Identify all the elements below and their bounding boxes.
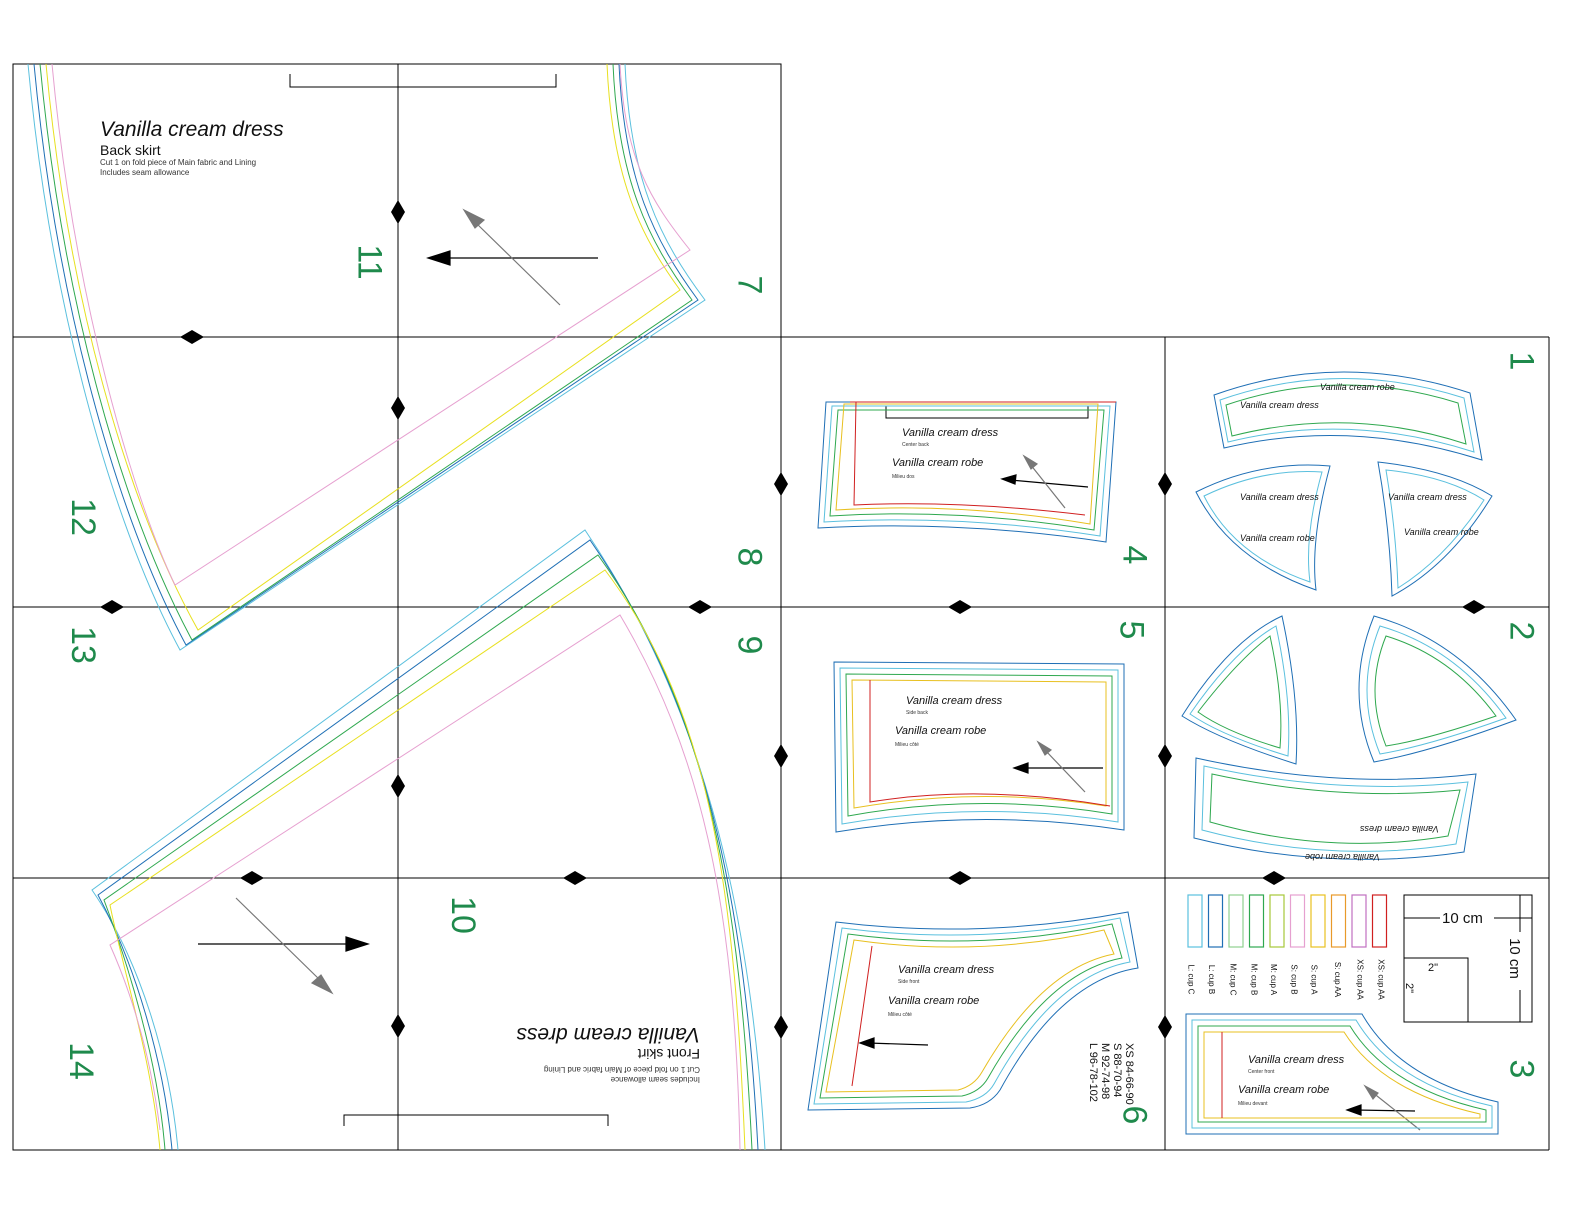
back-skirt-title: Vanilla cream dress: [100, 118, 284, 141]
center-front-piece-fr: Milieu devant: [1238, 1101, 1268, 1107]
side-front-piece-en: Side front: [898, 979, 920, 985]
page-number-11: 11: [350, 244, 389, 280]
size-legend-label: M: cup C: [1228, 963, 1238, 996]
side-front-title-en: Vanilla cream dress: [898, 964, 995, 976]
size-swatch: [1187, 894, 1203, 948]
side-back-title-fr: Vanilla cream robe: [895, 725, 987, 737]
size-swatch: [1289, 894, 1306, 948]
page-grid: [12, 63, 1550, 1151]
size-legend-label: S: cup A: [1309, 964, 1319, 995]
front-skirt-outline: [91, 529, 766, 1151]
page-number-12: 12: [63, 498, 102, 536]
size-legend-label: S: cup B: [1289, 964, 1299, 995]
size-swatch: [1310, 894, 1326, 948]
cup-label-8: Vanilla cream robe: [1305, 852, 1380, 862]
size-row-s: S 88-70-94: [1111, 1043, 1123, 1098]
center-back-piece: [817, 401, 1117, 543]
grainlines: [289, 74, 1089, 1126]
side-front-piece: [807, 911, 1139, 1111]
scale-inch-vertical: 2": [1403, 982, 1416, 994]
front-skirt-label: Vanilla cream dress Front skirt Cut 1 on…: [500, 1022, 700, 1084]
center-front-title-fr: Vanilla cream robe: [1238, 1084, 1330, 1096]
front-skirt-piece: Front skirt: [637, 1046, 700, 1062]
page-number-14: 14: [61, 1042, 100, 1080]
cup-label-5: Vanilla cream robe: [1240, 533, 1315, 543]
size-row-m: M 92-74-98: [1099, 1043, 1111, 1100]
center-back-title-en: Vanilla cream dress: [902, 427, 999, 439]
side-front-piece-fr: Milieu côté: [888, 1012, 912, 1018]
size-row-l: L 96-78-102: [1087, 1043, 1099, 1102]
size-swatch: [1207, 894, 1224, 948]
cup-pieces-page2: [1181, 615, 1517, 860]
back-skirt-seam-note: Includes seam allowance: [100, 168, 190, 177]
page-number-5: 5: [1112, 620, 1151, 640]
page-number-1: 1: [1502, 351, 1541, 371]
center-front-piece-en: Center front: [1248, 1069, 1275, 1075]
page-number-13: 13: [63, 626, 102, 664]
bias-arrows: [235, 208, 1421, 1131]
front-skirt-title: Vanilla cream dress: [516, 1023, 700, 1046]
page-number-3: 3: [1502, 1059, 1541, 1079]
size-chart: L 96-78-102 M 92-74-98 S 88-70-94 XS 84-…: [1085, 1043, 1135, 1123]
scale-box: [1403, 894, 1533, 1023]
cup-label-1: Vanilla cream robe: [1320, 382, 1395, 392]
size-swatch: [1371, 894, 1388, 948]
size-legend-label: XS: cup AA: [1355, 959, 1365, 1000]
center-back-title-fr: Vanilla cream robe: [892, 457, 984, 469]
page-number-10: 10: [443, 896, 482, 934]
size-row-xs: XS 84-66-90: [1123, 1043, 1135, 1105]
scale-cm-vertical: 10 cm: [1505, 938, 1523, 979]
size-swatch: [1248, 894, 1265, 948]
front-skirt-cut-note: Cut 1 on fold piece of Main fabric and L…: [543, 1065, 700, 1074]
center-back-piece-en: Center back: [902, 442, 929, 448]
cup-label-2: Vanilla cream dress: [1240, 400, 1319, 410]
size-swatch: [1351, 894, 1367, 948]
registration-diamonds: [100, 200, 1486, 1039]
cup-label-6: Vanilla cream robe: [1404, 527, 1479, 537]
center-back-piece-fr: Milieu dos: [892, 474, 915, 480]
size-legend-label: M: cup B: [1248, 963, 1258, 996]
center-front-piece: [1185, 1013, 1499, 1135]
page-number-9: 9: [730, 635, 769, 655]
size-legend-label: M: cup A: [1269, 963, 1279, 996]
page-number-8: 8: [730, 547, 769, 567]
side-back-title-en: Vanilla cream dress: [906, 695, 1003, 707]
size-swatch: [1228, 894, 1244, 948]
back-skirt-outline: [27, 63, 706, 651]
side-front-title-fr: Vanilla cream robe: [888, 995, 980, 1007]
side-back-piece-en: Side back: [906, 710, 928, 716]
scale-cm-horizontal: 10 cm: [1442, 910, 1483, 927]
size-legend-label: L: cup C: [1186, 964, 1196, 995]
front-skirt-seam-note: Includes seam allowance: [610, 1075, 700, 1084]
size-swatch: [1330, 894, 1347, 948]
size-swatch: [1269, 894, 1285, 948]
back-skirt-piece: Back skirt: [100, 142, 161, 158]
page-number-7: 7: [730, 275, 769, 295]
cup-label-7: Vanilla cream dress: [1360, 824, 1439, 834]
page-number-2: 2: [1502, 621, 1541, 641]
side-back-piece: [833, 661, 1125, 833]
cup-label-4: Vanilla cream dress: [1388, 492, 1467, 502]
direction-arrows: [198, 250, 1416, 1116]
size-legend-swatches: [1187, 894, 1388, 948]
back-skirt-cut-note: Cut 1 on fold piece of Main fabric and L…: [100, 158, 257, 167]
cup-pieces-page1: [1195, 371, 1493, 597]
page-number-4: 4: [1115, 545, 1154, 565]
size-legend-label: XS: cup AA: [1376, 959, 1386, 1000]
center-front-title-en: Vanilla cream dress: [1248, 1054, 1345, 1066]
size-legend-label: S: cup AA: [1332, 961, 1342, 998]
cup-label-3: Vanilla cream dress: [1240, 492, 1319, 502]
size-legend-label: L: cup B: [1206, 964, 1216, 995]
scale-inch-horizontal: 2": [1428, 962, 1439, 974]
side-back-piece-fr: Milieu côté: [895, 742, 919, 748]
